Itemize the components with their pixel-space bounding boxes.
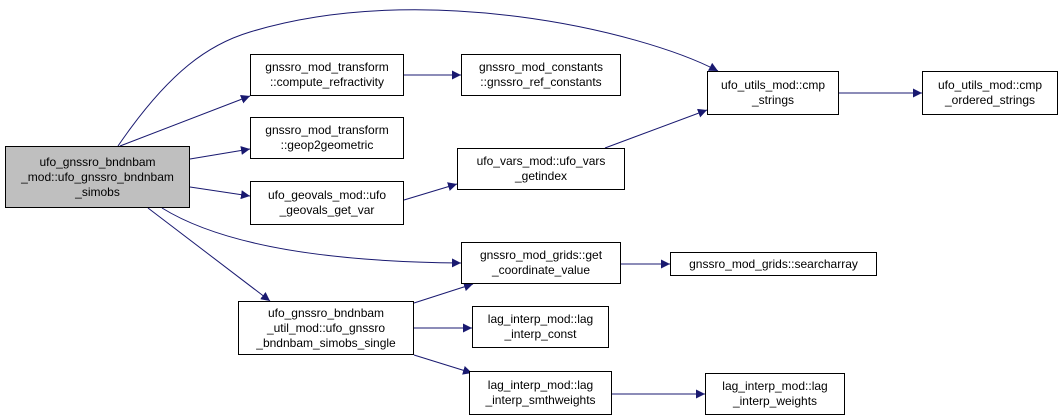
node-geop2geometric-label: gnssro_mod_transform ::geop2geometric bbox=[265, 123, 389, 152]
node-get-coordinate-value[interactable]: gnssro_mod_grids::get _coordinate_value bbox=[461, 242, 621, 284]
edge-root-to-geop2geometric bbox=[189, 146, 251, 160]
node-compute-refractivity-label: gnssro_mod_transform ::compute_refractiv… bbox=[265, 60, 389, 89]
node-vars-getindex-label: ufo_vars_mod::ufo_vars _getindex bbox=[476, 154, 606, 183]
edge-vars-getindex-to-cmp-strings bbox=[604, 108, 708, 149]
node-interp-weights[interactable]: lag_interp_mod::lag _interp_weights bbox=[705, 373, 845, 415]
node-vars-getindex[interactable]: ufo_vars_mod::ufo_vars _getindex bbox=[457, 148, 625, 190]
edge-simobs-single-to-smthweights bbox=[413, 354, 473, 375]
node-root[interactable]: ufo_gnssro_bndnbam _mod::ufo_gnssro_bndn… bbox=[5, 146, 190, 208]
edge-root-to-get-coordinate-value bbox=[161, 207, 462, 268]
node-simobs-single-label: ufo_gnssro_bndnbam _util_mod::ufo_gnssro… bbox=[256, 305, 396, 350]
node-get-coordinate-value-label: gnssro_mod_grids::get _coordinate_value bbox=[479, 248, 603, 277]
node-cmp-strings-label: ufo_utils_mod::cmp _strings bbox=[720, 78, 826, 107]
node-ref-constants[interactable]: gnssro_mod_constants ::gnssro_ref_consta… bbox=[461, 54, 621, 96]
node-searcharray-label: gnssro_mod_grids::searcharray bbox=[689, 256, 858, 271]
node-cmp-ordered-strings[interactable]: ufo_utils_mod::cmp _ordered_strings bbox=[922, 71, 1058, 115]
edge-root-to-simobs-single bbox=[147, 207, 271, 302]
node-interp-const[interactable]: lag_interp_mod::lag _interp_const bbox=[472, 306, 609, 348]
node-interp-weights-label: lag_interp_mod::lag _interp_weights bbox=[722, 379, 828, 408]
node-geovals-get-var[interactable]: ufo_geovals_mod::ufo _geovals_get_var bbox=[250, 181, 404, 225]
node-geop2geometric[interactable]: gnssro_mod_transform ::geop2geometric bbox=[250, 117, 404, 159]
node-cmp-strings[interactable]: ufo_utils_mod::cmp _strings bbox=[707, 71, 839, 115]
edge-root-to-geovals-get-var bbox=[189, 186, 251, 200]
node-geovals-get-var-label: ufo_geovals_mod::ufo _geovals_get_var bbox=[267, 188, 387, 217]
node-interp-const-label: lag_interp_mod::lag _interp_const bbox=[487, 312, 594, 341]
node-smthweights-label: lag_interp_mod::lag _interp_smthweights bbox=[485, 378, 596, 407]
edge-root-to-cmp-strings bbox=[117, 9, 719, 147]
node-searcharray[interactable]: gnssro_mod_grids::searcharray bbox=[670, 252, 877, 276]
node-compute-refractivity[interactable]: gnssro_mod_transform ::compute_refractiv… bbox=[250, 54, 404, 96]
node-smthweights[interactable]: lag_interp_mod::lag _interp_smthweights bbox=[469, 371, 612, 415]
edge-simobs-single-to-get-coordinate-value bbox=[413, 282, 474, 304]
node-root-label: ufo_gnssro_bndnbam _mod::ufo_gnssro_bndn… bbox=[21, 154, 174, 199]
node-ref-constants-label: gnssro_mod_constants ::gnssro_ref_consta… bbox=[478, 60, 604, 89]
edge-geovals-get-var-to-vars-getindex bbox=[403, 182, 458, 201]
node-simobs-single[interactable]: ufo_gnssro_bndnbam _util_mod::ufo_gnssro… bbox=[238, 301, 414, 355]
edge-root-to-compute-refractivity bbox=[119, 95, 251, 147]
node-cmp-ordered-strings-label: ufo_utils_mod::cmp _ordered_strings bbox=[937, 78, 1043, 107]
